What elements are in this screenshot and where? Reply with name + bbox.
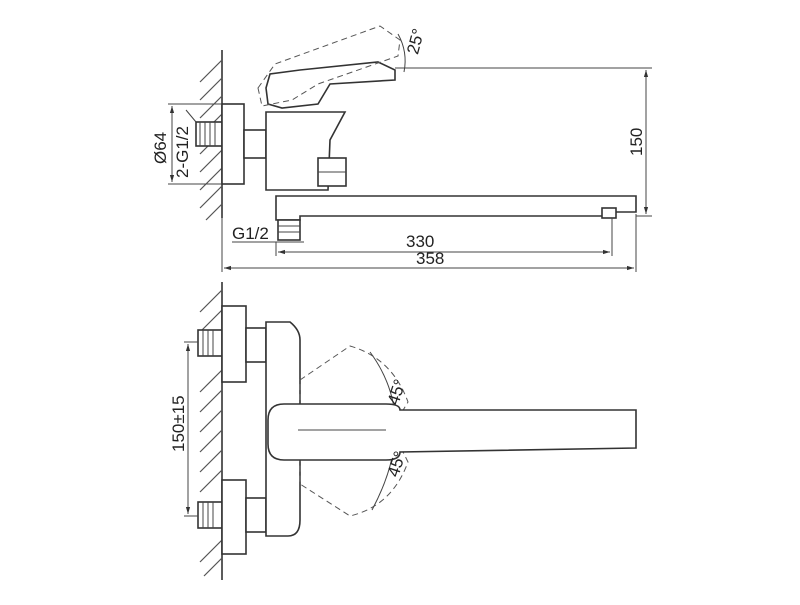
- top-view: 45° 45° 150±15: [169, 282, 637, 580]
- bottom-connector: [277, 219, 301, 241]
- lever-handle: [265, 61, 396, 109]
- height-outlet-label: 150: [627, 128, 646, 156]
- angle-arc-top: [397, 33, 406, 73]
- spout-aerator: [601, 207, 617, 219]
- flange: [221, 103, 245, 185]
- lower-wall-connector: [197, 501, 223, 529]
- angle-upper-label: 45°: [384, 377, 410, 407]
- connection-bottom-label: G1/2: [232, 224, 269, 243]
- spout: [275, 195, 637, 221]
- length-spout-label: 330: [406, 232, 434, 251]
- wall-hatch-bottom: [199, 282, 223, 580]
- handle-rotated-down: [299, 449, 409, 517]
- upper-wall-connector: [197, 329, 223, 357]
- connector-nut: [243, 129, 267, 159]
- upper-flange: [221, 305, 247, 383]
- angle-top-label: 25°: [403, 27, 428, 57]
- lever-handle-raised: [257, 25, 401, 107]
- leader-2g12: [185, 109, 197, 123]
- spout-top: [267, 403, 637, 461]
- center-distance-label: 150±15: [169, 395, 188, 452]
- flange-diameter-label: Ø64: [151, 132, 170, 164]
- length-total-label: 358: [416, 249, 444, 268]
- upper-nut: [245, 327, 267, 363]
- side-view: 25° 150 330 358 G1/2 Ø64 2-G1/2: [151, 25, 652, 272]
- lower-nut: [245, 497, 267, 533]
- lower-flange: [221, 479, 247, 555]
- connection-wall-label: 2-G1/2: [173, 126, 192, 178]
